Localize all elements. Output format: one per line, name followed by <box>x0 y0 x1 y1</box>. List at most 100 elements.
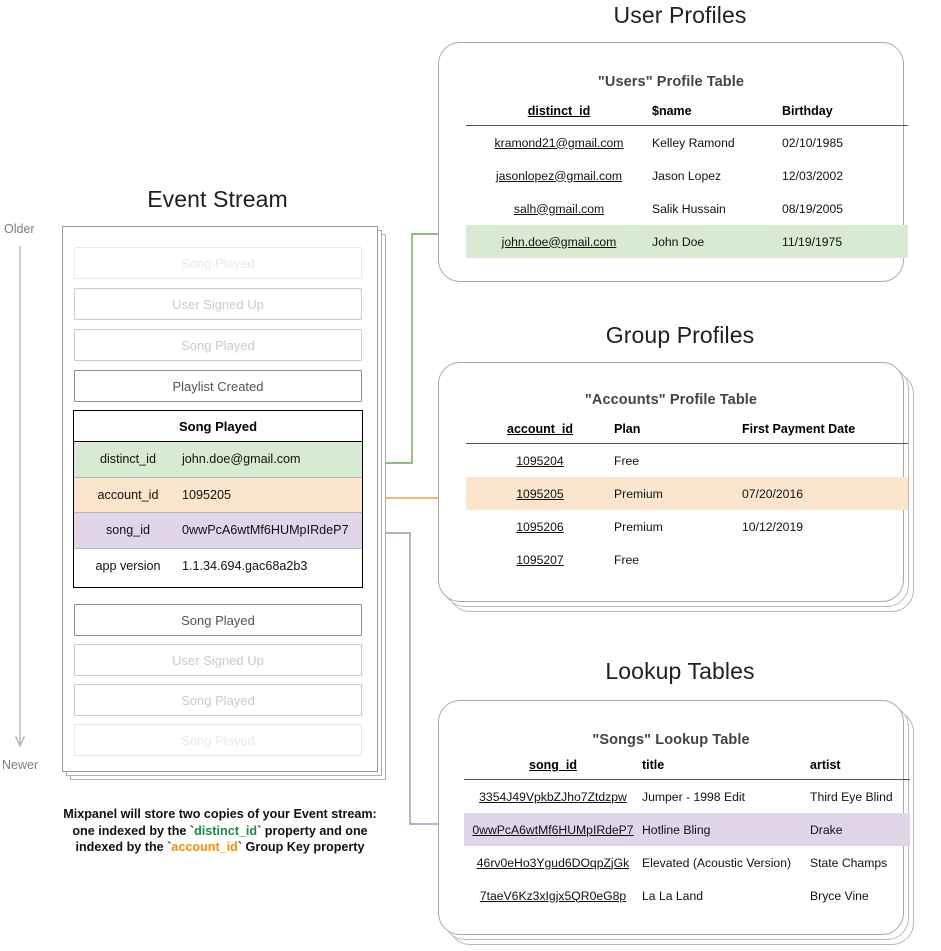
column-header-song-id: song_id <box>529 758 577 772</box>
event-row-label: Playlist Created <box>172 378 264 394</box>
event-row-song-played-3[interactable]: Song Played <box>74 604 362 636</box>
songs-table-title: "Songs" Lookup Table <box>592 732 750 748</box>
cell-first-payment-date: 10/12/2019 <box>742 519 803 534</box>
event-property-account-id[interactable]: account_id 1095205 <box>74 477 362 513</box>
property-value: john.doe@gmail.com <box>182 452 301 467</box>
table-row[interactable]: kramond21@gmail.com Kelley Ramond 02/10/… <box>466 126 908 160</box>
cell-name: Kelley Ramond <box>652 135 735 150</box>
property-value: 0wwPcA6wtMf6HUMpIRdeP7 <box>182 523 349 538</box>
cell-title: Hotline Bling <box>642 813 810 846</box>
caption-line-1: Mixpanel will store two copies of your E… <box>63 807 377 821</box>
table-row[interactable]: 1095206 Premium 10/12/2019 <box>466 510 908 543</box>
cell-song-id: 7taeV6Kz3xIgjx5QR0eG8p <box>479 888 627 903</box>
event-property-app-version[interactable]: app version 1.1.34.694.gac68a2b3 <box>74 549 362 585</box>
event-row-user-signed-up-2[interactable]: User Signed Up <box>74 644 362 676</box>
cell-name: Salik Hussain <box>652 201 726 216</box>
cell-distinct-id: salh@gmail.com <box>513 201 605 216</box>
timeline-arrow-icon <box>15 246 25 748</box>
event-row-user-signed-up-1[interactable]: User Signed Up <box>74 288 362 320</box>
cell-artist: Third Eye Blind <box>810 789 893 804</box>
event-row-song-played-1[interactable]: Song Played <box>74 247 362 279</box>
cell-plan: Free <box>614 552 640 567</box>
cell-birthday: 12/03/2002 <box>782 168 843 183</box>
accounts-table-wrap: account_id Plan First Payment Date 10952… <box>466 422 908 576</box>
table-row-highlighted[interactable]: 1095205 Premium 07/20/2016 <box>466 477 908 510</box>
event-row-song-played-2[interactable]: Song Played <box>74 329 362 361</box>
cell-birthday: 02/10/1985 <box>782 135 843 150</box>
event-row-label: Song Played <box>181 692 255 708</box>
users-table-wrap: distinct_id $name Birthday kramond21@gma… <box>466 104 908 258</box>
lookup-tables-title: Lookup Tables <box>605 658 755 684</box>
table-header-row: account_id Plan First Payment Date <box>466 422 908 444</box>
cell-artist: State Champs <box>810 855 888 870</box>
selected-event-card[interactable]: Song Played distinct_id john.doe@gmail.c… <box>73 410 363 588</box>
users-table-title: "Users" Profile Table <box>597 74 745 90</box>
caption-line-3: indexed by the `account_id` Group Key pr… <box>30 839 410 856</box>
user-profiles-title: User Profiles <box>613 2 747 28</box>
column-header-first-payment-date: First Payment Date <box>742 422 856 436</box>
column-header-birthday: Birthday <box>782 104 833 118</box>
accounts-table-title: "Accounts" Profile Table <box>584 392 758 408</box>
caption-distinct-id-token: distinct_id <box>194 823 258 838</box>
table-row[interactable]: jasonlopez@gmail.com Jason Lopez 12/03/2… <box>466 159 908 192</box>
property-key: song_id <box>105 523 151 538</box>
cell-plan: Premium <box>614 477 742 510</box>
property-value: 1.1.34.694.gac68a2b3 <box>182 559 308 574</box>
cell-name: John Doe <box>652 225 782 258</box>
column-header-artist: artist <box>810 758 841 772</box>
cell-birthday: 08/19/2005 <box>782 201 843 216</box>
event-property-distinct-id[interactable]: distinct_id john.doe@gmail.com <box>74 442 362 478</box>
cell-distinct-id: jasonlopez@gmail.com <box>495 168 623 183</box>
caption-line-3-post: ` Group Key property <box>237 840 365 854</box>
event-stream-title: Event Stream <box>147 186 288 212</box>
cell-artist: Bryce Vine <box>810 888 869 903</box>
caption-account-id-token: account_id <box>171 840 238 854</box>
cell-first-payment-date <box>742 444 908 478</box>
caption-line-2-pre: one indexed by the ` <box>72 823 195 838</box>
songs-table-wrap: song_id title artist 3354J49VpkbZJho7Ztd… <box>464 758 910 912</box>
cell-plan: Premium <box>614 519 663 534</box>
cell-title: La La Land <box>642 888 703 903</box>
table-row-highlighted[interactable]: 0wwPcA6wtMf6HUMpIRdeP7 Hotline Bling Dra… <box>464 813 910 846</box>
event-row-label: Song Played <box>181 255 255 271</box>
cell-artist: Drake <box>810 813 910 846</box>
cell-plan: Free <box>614 453 640 468</box>
timeline-newer-label: Newer <box>2 758 39 772</box>
cell-birthday: 11/19/1975 <box>782 225 908 258</box>
table-header-row: song_id title artist <box>464 758 910 780</box>
column-header-plan: Plan <box>614 422 641 436</box>
event-row-label: User Signed Up <box>172 652 264 668</box>
cell-first-payment-date <box>742 543 908 576</box>
table-row[interactable]: 7taeV6Kz3xIgjx5QR0eG8p La La Land Bryce … <box>464 879 910 912</box>
table-row[interactable]: 1095207 Free <box>466 543 908 576</box>
cell-account-id: 1095207 <box>516 552 564 567</box>
cell-distinct-id: john.doe@gmail.com <box>466 225 652 258</box>
selected-event-name: Song Played <box>74 411 362 442</box>
accounts-table: account_id Plan First Payment Date 10952… <box>466 422 908 576</box>
event-property-song-id[interactable]: song_id 0wwPcA6wtMf6HUMpIRdeP7 <box>74 513 362 549</box>
caption-line-2: one indexed by the `distinct_id` propert… <box>30 823 410 840</box>
event-row-label: Song Played <box>181 732 255 748</box>
table-row[interactable]: 46rv0eHo3Ygud6DOqpZjGk Elevated (Acousti… <box>464 846 910 879</box>
table-header-row: distinct_id $name Birthday <box>466 104 908 126</box>
cell-account-id: 1095204 <box>516 453 564 468</box>
cell-account-id: 1095206 <box>516 519 564 534</box>
event-row-song-played-5[interactable]: Song Played <box>74 724 362 756</box>
cell-first-payment-date: 07/20/2016 <box>742 477 908 510</box>
table-row-highlighted[interactable]: john.doe@gmail.com John Doe 11/19/1975 <box>466 225 908 258</box>
column-header-title: title <box>642 758 665 772</box>
table-row[interactable]: salh@gmail.com Salik Hussain 08/19/2005 <box>466 192 908 225</box>
caption-line-3-pre: indexed by the ` <box>75 840 172 854</box>
table-row[interactable]: 1095204 Free <box>466 444 908 478</box>
cell-song-id: 0wwPcA6wtMf6HUMpIRdeP7 <box>464 813 642 846</box>
event-row-song-played-4[interactable]: Song Played <box>74 684 362 716</box>
property-key: app version <box>95 559 161 574</box>
cell-account-id: 1095205 <box>466 477 614 510</box>
property-key: distinct_id <box>99 452 156 467</box>
event-row-playlist-created[interactable]: Playlist Created <box>74 370 362 402</box>
event-row-label: User Signed Up <box>172 296 264 312</box>
table-row[interactable]: 3354J49VpkbZJho7Ztdzpw Jumper - 1998 Edi… <box>464 780 910 814</box>
group-profiles-title: Group Profiles <box>605 322 755 348</box>
cell-song-id: 46rv0eHo3Ygud6DOqpZjGk <box>476 855 630 870</box>
column-header-name: $name <box>652 104 692 118</box>
